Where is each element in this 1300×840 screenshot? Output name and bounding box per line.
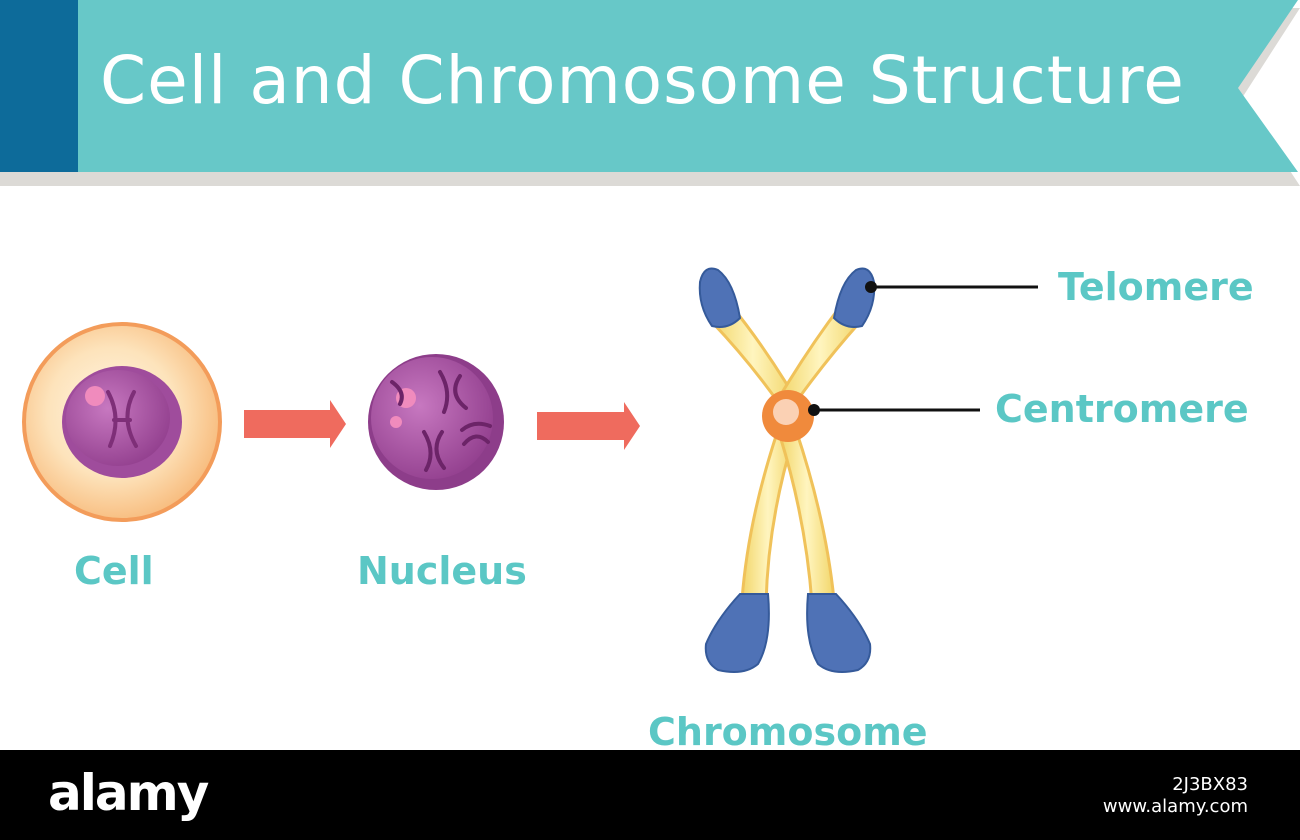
nucleus-illustration (368, 354, 504, 490)
stock-footer-bar (0, 750, 1300, 840)
telomere-top-right (832, 267, 876, 328)
telomere-bottom-right (806, 593, 872, 673)
arrow-cell-to-nucleus (244, 400, 346, 448)
page-title: Cell and Chromosome Structure (100, 42, 1185, 119)
arrow-nucleus-to-chromosome (537, 402, 640, 450)
banner-accent-block (0, 0, 78, 172)
nucleus-chromosomes (390, 370, 492, 472)
banner-accent-shadow (0, 172, 78, 186)
centromere-label: Centromere (995, 387, 1249, 431)
telomere-bottom-left (704, 593, 770, 673)
cell-label: Cell (74, 549, 154, 593)
brand-logo: alamy (48, 764, 209, 822)
nucleolus-small (390, 416, 402, 428)
nucleus-body (371, 357, 493, 479)
leader-lines (808, 281, 1038, 416)
banner-ribbon (78, 0, 1298, 172)
telomere-label: Telomere (1058, 265, 1254, 309)
cell-nucleolus (85, 386, 105, 406)
image-id: 2J3BX83 (1172, 774, 1248, 795)
site-url: www.alamy.com (1102, 796, 1248, 817)
centromere-inner (773, 399, 799, 425)
chromatid-lower-right (778, 428, 836, 606)
telomere-top-left (698, 267, 742, 328)
cell-illustration (22, 322, 222, 522)
chromosome-illustration (698, 267, 876, 673)
nucleus-label: Nucleus (357, 549, 527, 593)
title-banner (0, 0, 1300, 186)
cell-chromosome-glyph (106, 390, 138, 448)
chromosome-label: Chromosome (648, 710, 928, 754)
